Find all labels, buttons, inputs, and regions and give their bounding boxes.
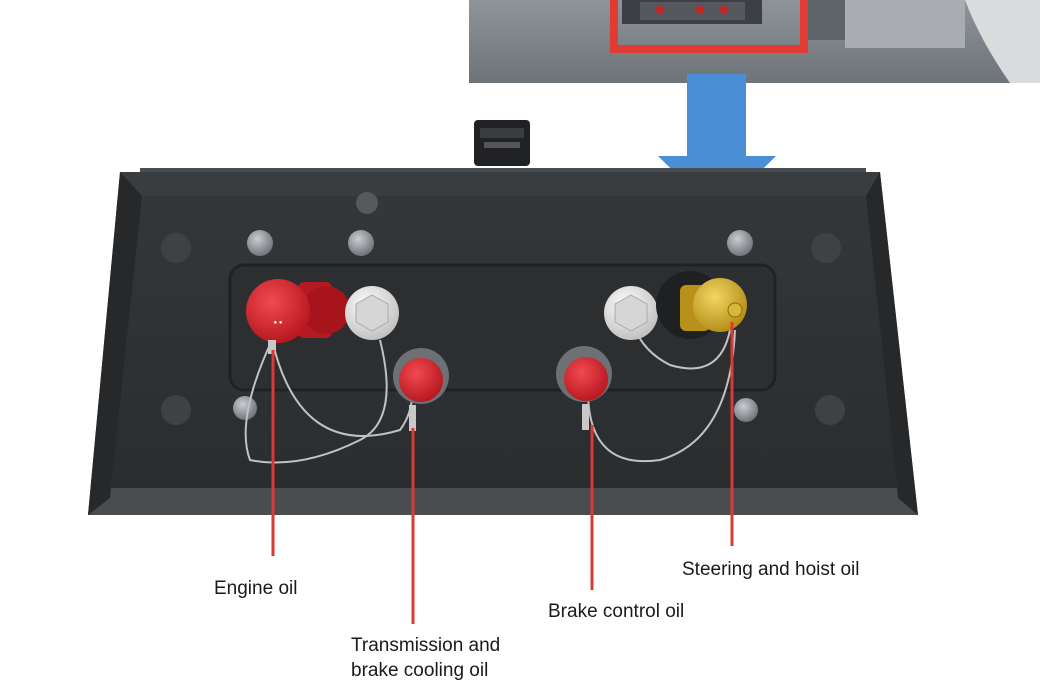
- lanyard-cables: [244, 319, 736, 464]
- brake-control-oil-port: [556, 346, 612, 430]
- label-brake-control-oil: Brake control oil: [548, 601, 685, 622]
- steering-hoist-oil-port: [656, 271, 747, 339]
- white-plug-right: [604, 286, 658, 340]
- svg-text:● ●: ● ●: [274, 320, 283, 326]
- panel-bolts: [161, 192, 845, 425]
- transmission-oil-port: [393, 348, 449, 431]
- label-engine-oil: Engine oil: [214, 578, 298, 599]
- label-transmission-line1: Transmission and: [351, 635, 501, 656]
- label-transmission-line2: brake cooling oil: [351, 660, 489, 681]
- service-panel: [88, 120, 918, 515]
- label-transmission-brake-cooling-oil: Transmission and brake cooling oil: [351, 633, 500, 683]
- callout-lines: [271, 322, 734, 624]
- label-steering-hoist-oil: Steering and hoist oil: [682, 559, 860, 580]
- engine-oil-port: ● ●: [246, 279, 350, 354]
- machine-detail-inset: [469, 0, 1040, 83]
- highlight-box: [610, 0, 808, 53]
- white-plug-left: [345, 286, 399, 340]
